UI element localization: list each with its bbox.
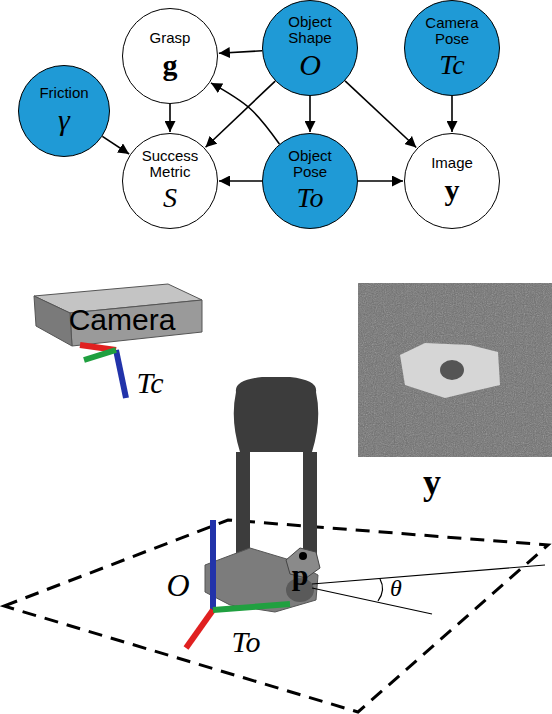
dependency-arrow (451, 96, 453, 132)
angle-arc (378, 579, 383, 601)
angle-line (312, 588, 432, 614)
gripper-finger (236, 452, 250, 558)
axis-z (116, 350, 126, 398)
node-symbol: y (445, 173, 460, 207)
dependency-arrow (169, 104, 171, 132)
point-symbol: p (292, 558, 309, 592)
dependency-arrow (102, 136, 129, 154)
variable-node: Object ShapeO (262, 0, 358, 96)
node-symbol: To (296, 182, 323, 214)
node-name: Object Pose (272, 148, 348, 180)
axis-y (213, 604, 290, 610)
axis-z (210, 520, 216, 610)
node-name: Friction (26, 85, 102, 101)
dependency-arrow (219, 180, 262, 182)
node-symbol: γ (58, 103, 70, 137)
axis-x (186, 610, 213, 648)
node-name: Success Metric (132, 148, 208, 180)
frame-symbol: To (232, 625, 261, 659)
variable-node: Camera PoseTc (404, 0, 500, 96)
variable-node: Friction γ (18, 65, 110, 157)
node-name: Image (414, 155, 490, 171)
image-symbol: y (423, 461, 441, 503)
node-name: Object Shape (272, 14, 348, 46)
dependency-arrow (345, 81, 416, 148)
node-symbol: O (299, 48, 321, 82)
variable-node: Grasp g (122, 8, 218, 104)
angle-line (312, 565, 545, 584)
node-symbol: S (163, 182, 177, 214)
node-symbol: Tc (439, 49, 464, 81)
variable-node: Image y (404, 133, 500, 229)
variable-node: Success MetricS (122, 133, 218, 229)
dependency-arrow (206, 81, 276, 147)
dependency-arrow (211, 83, 279, 144)
node-symbol: g (163, 48, 178, 82)
camera-body (34, 296, 72, 346)
depth-object (400, 343, 500, 398)
gripper-body (234, 377, 319, 452)
workspace-plane (4, 520, 548, 712)
dependency-arrow (219, 51, 262, 53)
variable-node: Object PoseTo (262, 133, 358, 229)
dependency-arrow (358, 180, 403, 182)
frame-symbol: Tc (136, 366, 163, 400)
node-name: Grasp (132, 30, 208, 46)
angle-symbol: θ (390, 575, 402, 602)
dependency-arrow (309, 96, 311, 132)
object-mesh (205, 548, 318, 612)
part-name: Camera (69, 303, 176, 337)
gripper-finger (303, 452, 317, 558)
node-name: Camera Pose (414, 15, 490, 47)
depth-image (358, 283, 552, 457)
shape-symbol: O (166, 567, 189, 604)
depth-object-hole (440, 360, 464, 380)
axis-y (84, 350, 116, 360)
